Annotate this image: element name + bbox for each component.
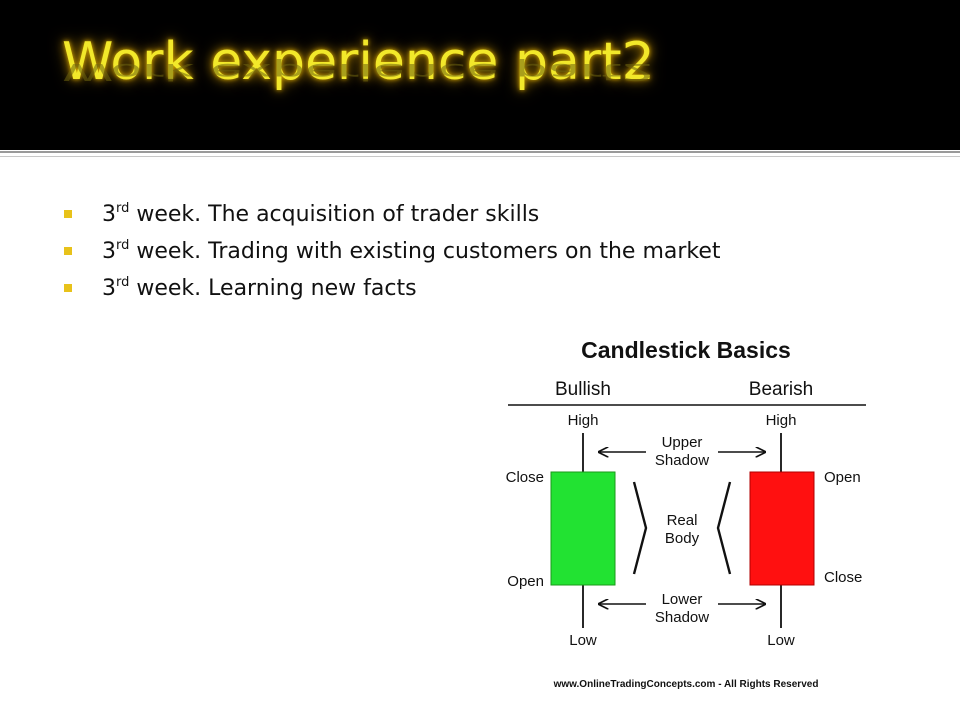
label-right-open: Open: [824, 469, 861, 486]
label-bearish: Bearish: [749, 379, 813, 400]
bullet-square-icon: [64, 247, 72, 255]
bullet-item: 3rd week. The acquisition of trader skil…: [64, 196, 721, 233]
bullet-square-icon: [64, 210, 72, 218]
slide-title: Work experience part2: [62, 32, 655, 92]
label-lower-shadow-2: Shadow: [655, 609, 709, 626]
label-upper-shadow-2: Shadow: [655, 452, 709, 469]
label-left-high: High: [568, 412, 599, 429]
label-bullish: Bullish: [555, 379, 611, 400]
slide-title-reflection: Work experience part2: [62, 58, 655, 86]
title-bar: [0, 0, 960, 150]
label-upper-shadow-1: Upper: [662, 434, 703, 451]
real-body-bracket-left: [632, 481, 648, 575]
label-lower-shadow-1: Lower: [662, 591, 703, 608]
candlestick-diagram: Candlestick Basics Bullish Bearish High …: [506, 337, 866, 690]
bullet-item: 3rd week. Trading with existing customer…: [64, 233, 721, 270]
label-real-body-2: Body: [665, 530, 700, 547]
title-wrap: Work experience part2 Work experience pa…: [62, 30, 655, 94]
credit-text: www.OnlineTradingConcepts.com - All Righ…: [553, 679, 819, 690]
candlestick-figure: Candlestick Basics Bullish Bearish High …: [486, 328, 906, 702]
label-left-open: Open: [507, 573, 544, 590]
bearish-body: [749, 471, 815, 586]
bullet-item: 3rd week. Learning new facts: [64, 270, 721, 307]
bullish-body: [550, 471, 616, 586]
divider-line-thin: [0, 156, 960, 157]
diagram-title: Candlestick Basics: [581, 337, 791, 363]
label-right-low: Low: [767, 632, 795, 649]
bullet-square-icon: [64, 284, 72, 292]
divider-line: [0, 151, 960, 153]
label-real-body-1: Real: [667, 512, 698, 529]
label-right-close: Close: [824, 569, 862, 586]
real-body-bracket-right: [716, 481, 732, 575]
label-left-low: Low: [569, 632, 597, 649]
label-right-high: High: [766, 412, 797, 429]
label-left-close: Close: [506, 469, 544, 486]
bullet-list: 3rd week. The acquisition of trader skil…: [64, 196, 721, 307]
